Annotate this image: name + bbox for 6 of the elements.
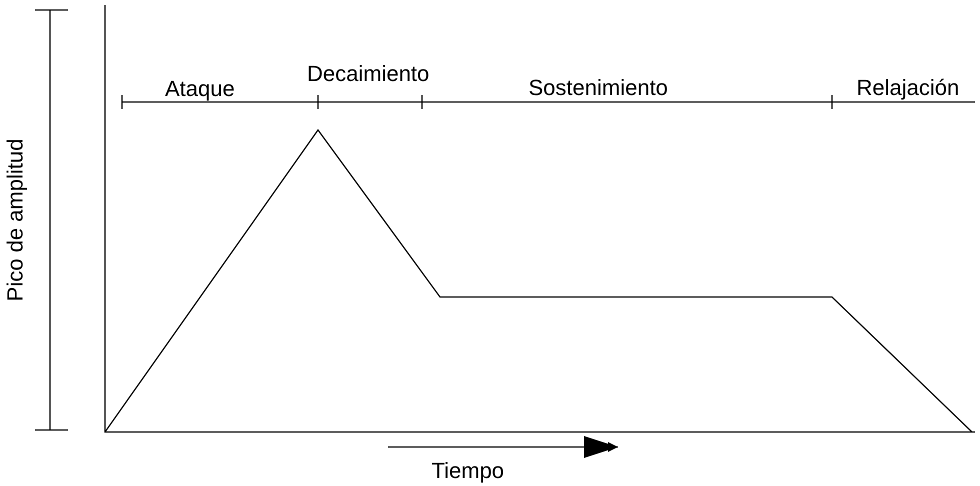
axis-label: Tiempo bbox=[432, 460, 504, 482]
axis-label: Pico de amplitud bbox=[4, 138, 26, 302]
phase-label: Ataque bbox=[165, 78, 235, 100]
phase-label: Relajación bbox=[856, 77, 960, 99]
phase-label: Decaimiento bbox=[307, 63, 430, 85]
phase-label: Sostenimiento bbox=[528, 77, 668, 99]
